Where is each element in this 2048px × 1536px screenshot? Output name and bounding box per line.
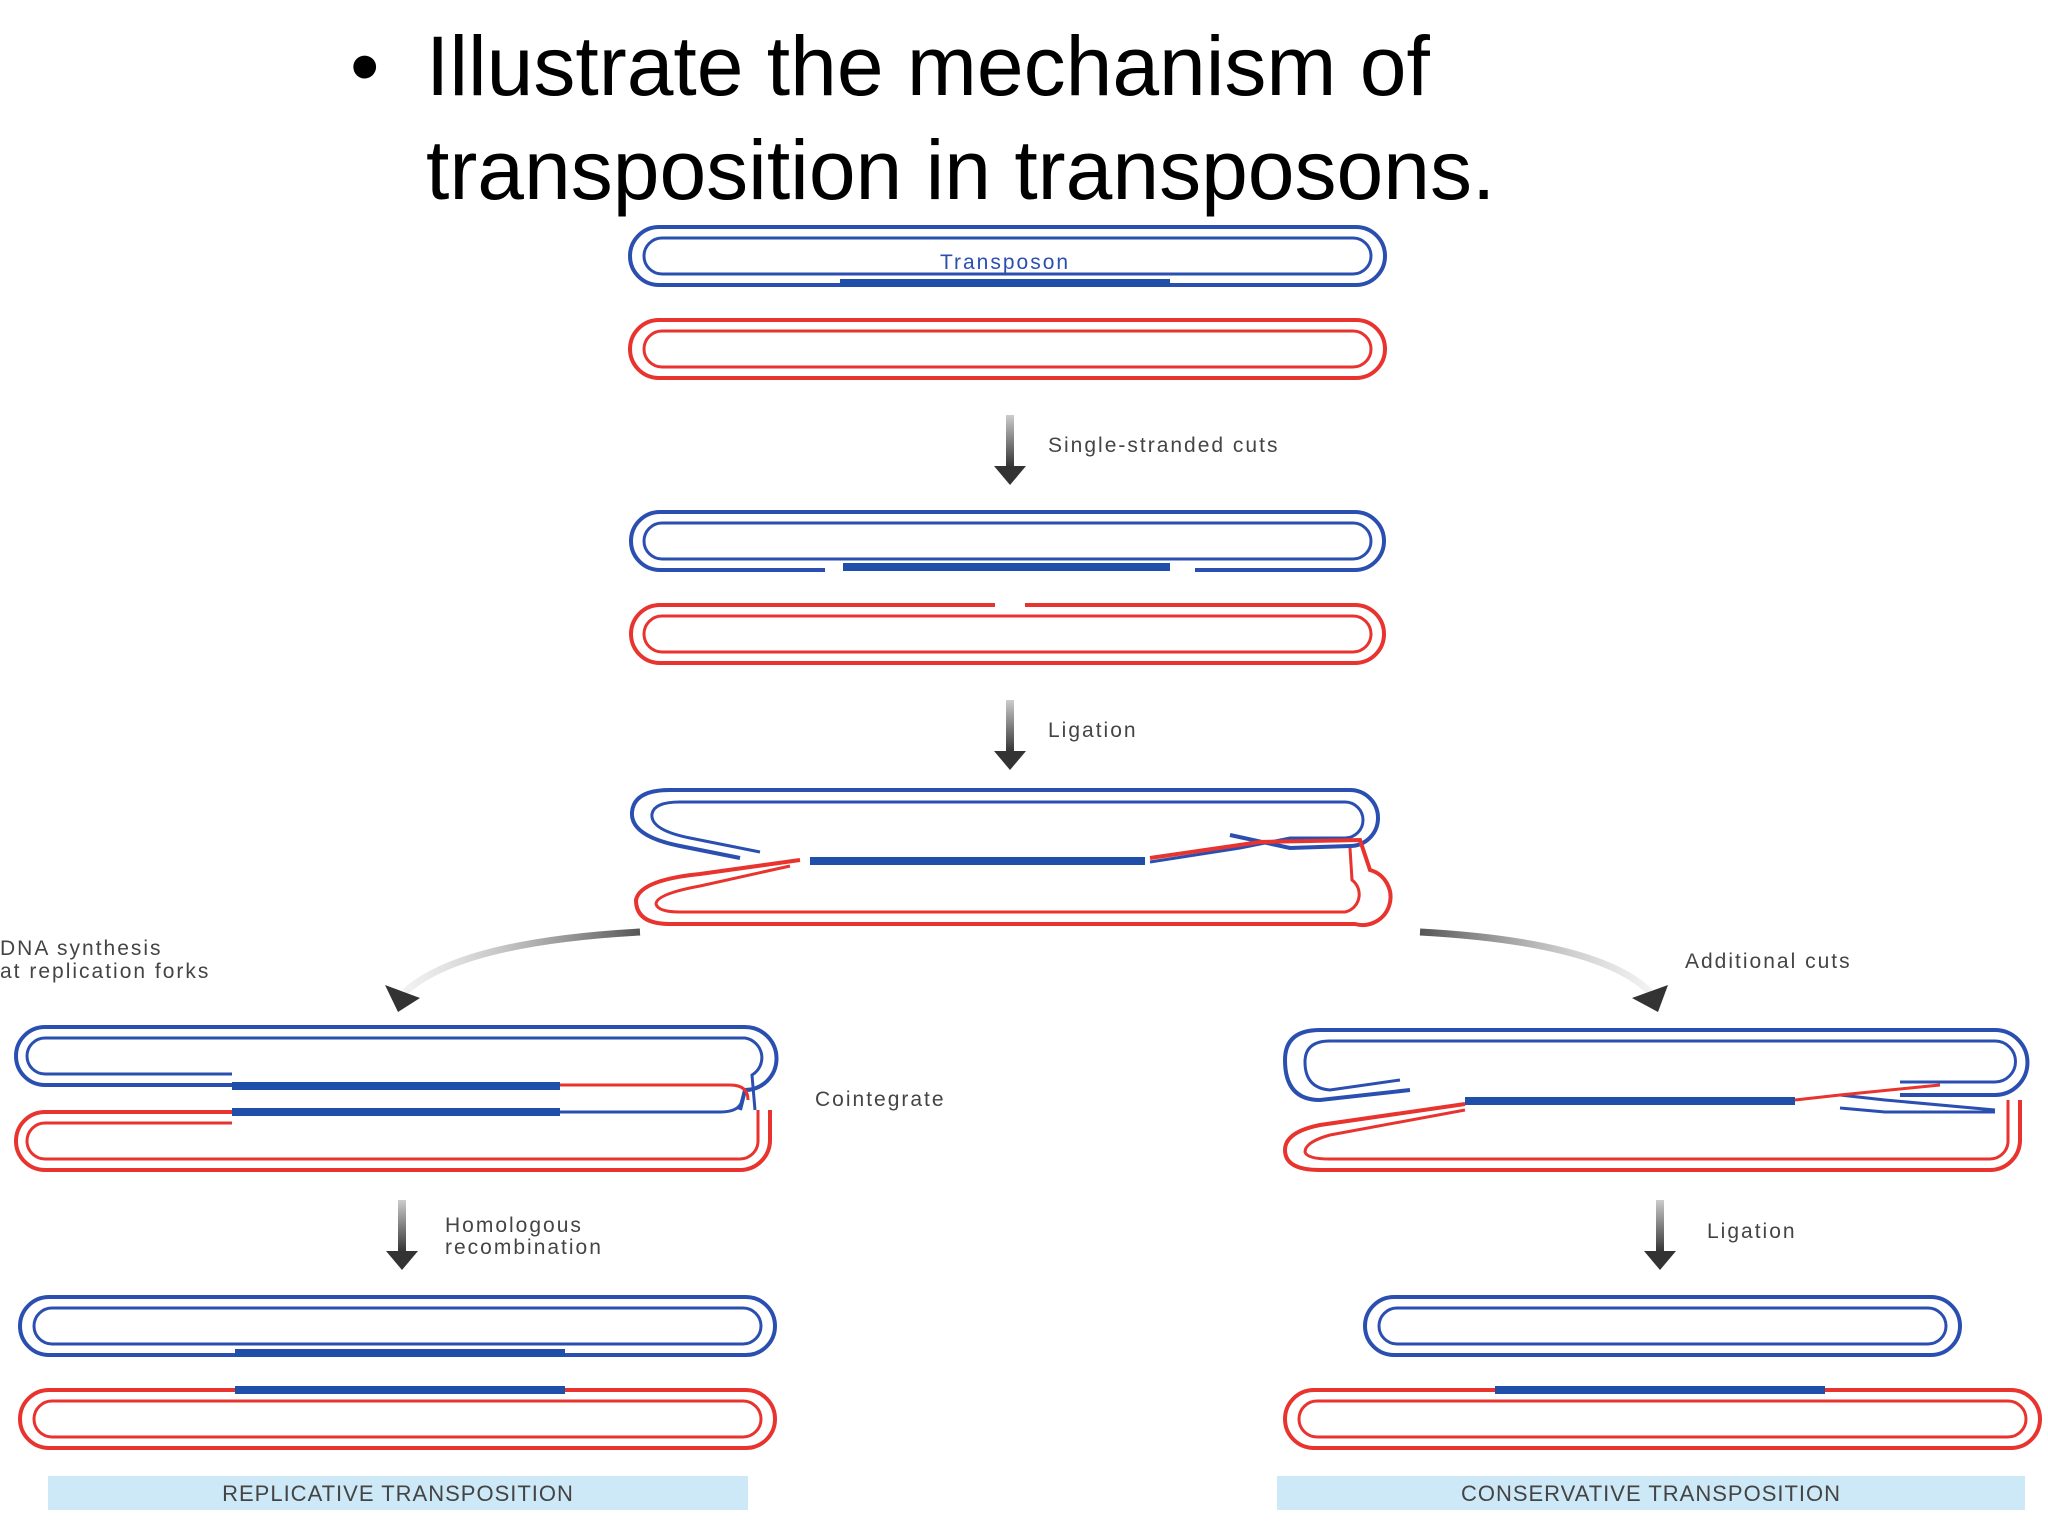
arrow-ligation-2 — [1644, 1200, 1676, 1270]
transposon-segment — [810, 857, 1145, 865]
step-2-target-plasmid — [629, 603, 1386, 665]
conservative-product-donor — [1363, 1295, 1962, 1357]
replicative-caption: REPLICATIVE TRANSPOSITION — [222, 1481, 574, 1506]
transposon-segment — [840, 279, 1170, 287]
label-dna-synthesis-1: DNA synthesis — [0, 937, 163, 960]
transposon-segment — [235, 1349, 565, 1357]
step-2-donor-plasmid — [629, 510, 1386, 572]
transposon-copy-1 — [232, 1082, 560, 1090]
title-text-2: transposition in transposons. — [426, 123, 1496, 217]
arrow-homologous-recombination — [386, 1200, 418, 1270]
label-ligation-1: Ligation — [1048, 719, 1138, 742]
label-ligation-2: Ligation — [1707, 1220, 1797, 1243]
label-single-stranded-cuts: Single-stranded cuts — [1048, 434, 1279, 457]
cointegrate — [14, 1025, 779, 1172]
arrow-single-stranded-cuts — [994, 415, 1026, 485]
replicative-product-target — [18, 1386, 777, 1450]
replicative-caption-bg — [48, 1476, 748, 1510]
bullet-point: • — [350, 19, 380, 113]
replicative-product-donor — [18, 1295, 777, 1357]
label-dna-synthesis-2: at replication forks — [0, 960, 210, 983]
step-1-donor-plasmid — [628, 225, 1387, 287]
step-3-intermediate — [629, 788, 1393, 927]
arrow-dna-synthesis — [385, 928, 641, 1012]
title-line-2: transposition in transposons. — [350, 118, 1750, 222]
conservative-product-target — [1283, 1386, 2042, 1450]
slide-title: • Illustrate the mechanism of transposit… — [350, 14, 1750, 222]
arrow-ligation-1 — [994, 700, 1026, 770]
conservative-caption-bg — [1277, 1476, 2025, 1510]
step-1-target-plasmid — [628, 318, 1387, 380]
transposon-segment — [1465, 1097, 1795, 1105]
transposon-segment — [1495, 1386, 1825, 1394]
transposon-segment — [843, 563, 1170, 571]
transposon-copy-2 — [232, 1108, 560, 1116]
label-cointegrate: Cointegrate — [815, 1088, 946, 1111]
transposon-label: Transposon — [940, 251, 1070, 274]
conservative-intermediate — [1282, 1028, 2030, 1172]
title-line-1: • Illustrate the mechanism of — [350, 14, 1750, 118]
conservative-caption: CONSERVATIVE TRANSPOSITION — [1461, 1481, 1841, 1506]
label-homologous-1: Homologous — [445, 1214, 583, 1237]
title-text-1: Illustrate the mechanism of — [426, 19, 1430, 113]
label-homologous-2: recombination — [445, 1236, 603, 1259]
arrow-additional-cuts — [1419, 928, 1668, 1012]
label-additional-cuts: Additional cuts — [1685, 950, 1852, 973]
transposon-segment — [235, 1386, 565, 1394]
